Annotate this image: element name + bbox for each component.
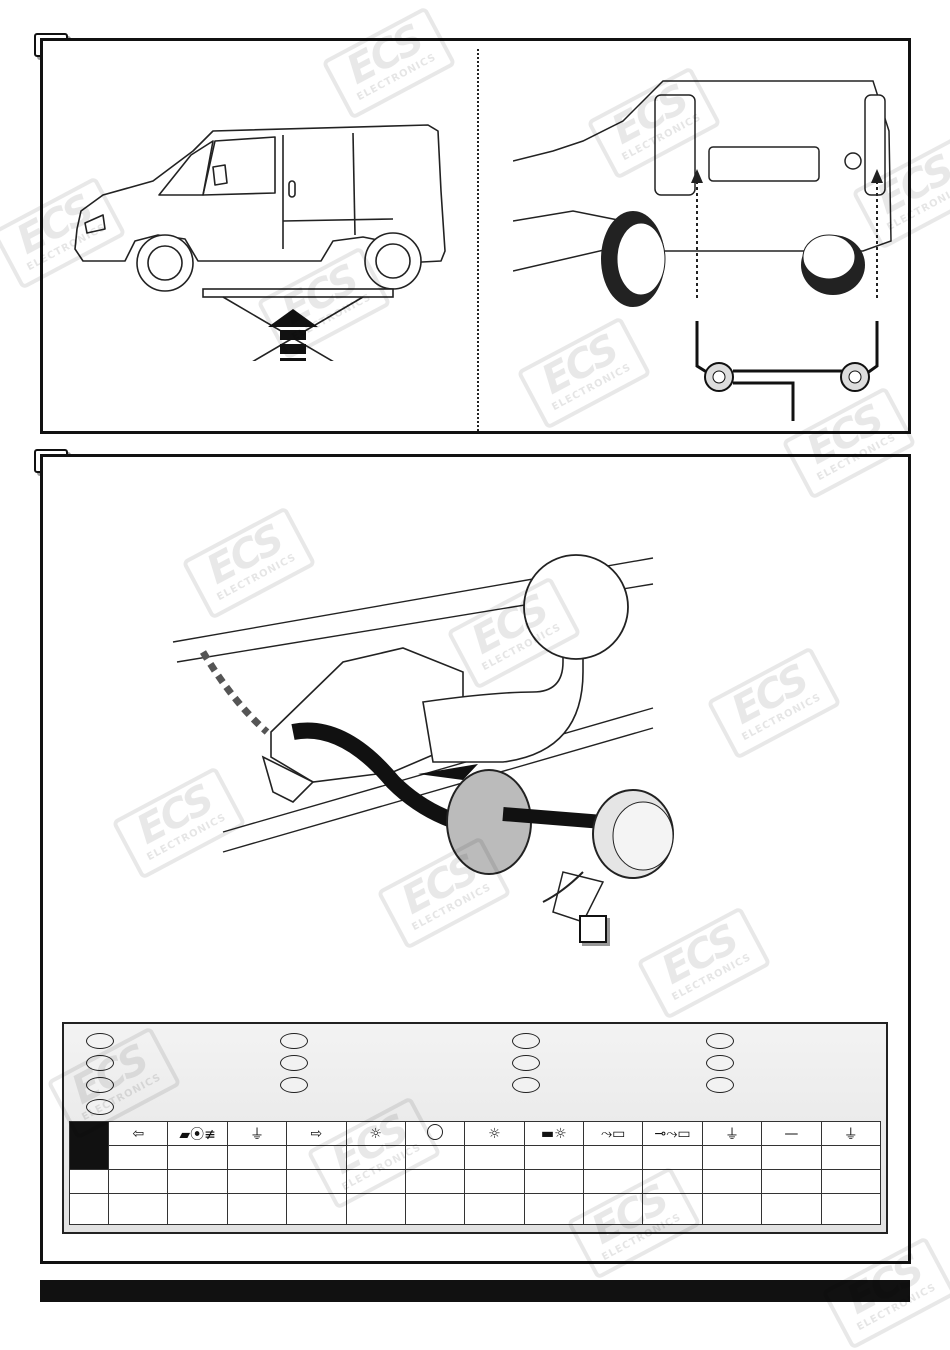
tail-light-icon: ☼ (464, 1121, 525, 1146)
rear-lights-illustration (513, 80, 892, 421)
van-on-lift-illustration (74, 124, 446, 361)
ignition-power-icon: ⊸⤳▭ (642, 1121, 703, 1146)
ground-icon: ⏚ (226, 1121, 288, 1146)
pin-oval-1 (86, 1033, 114, 1049)
permanent-power-icon: ⤳▭ (582, 1121, 644, 1146)
left-indicator-icon: ⇦ (107, 1121, 169, 1146)
row-3 (69, 1169, 881, 1194)
tail-light-icon: ☼ (345, 1121, 406, 1146)
row-4 (69, 1193, 881, 1225)
ground-icon: ⏚ (820, 1121, 881, 1146)
symbol-row: ⇦ ▰⦿≢ ⏚ ⇨ ☼ ☼ ▬☼ ⤳▭ ⊸⤳▭ ⏚ — ⏚ (69, 1121, 881, 1170)
pin-oval-5 (280, 1033, 308, 1049)
pin-oval-12 (706, 1055, 734, 1071)
pin-oval-3 (86, 1077, 114, 1093)
towbar-illustration (172, 554, 674, 923)
ground-icon: ⏚ (701, 1121, 763, 1146)
rear-fog-light-icon: ▰⦿≢ (167, 1121, 228, 1146)
pin-oval-10 (512, 1077, 540, 1093)
pin-header-cell (69, 1121, 109, 1170)
right-indicator-icon: ⇨ (286, 1121, 347, 1146)
pin-oval-9 (512, 1055, 540, 1071)
pin-oval-7 (280, 1077, 308, 1093)
top-panel (40, 38, 911, 434)
pin-oval-4 (86, 1099, 114, 1115)
pin-oval-8 (512, 1033, 540, 1049)
pin-oval-11 (706, 1033, 734, 1049)
pin-oval-13 (706, 1077, 734, 1093)
footer-bar (40, 1280, 910, 1302)
pin-oval-2 (86, 1055, 114, 1071)
pin-oval-6 (280, 1055, 308, 1071)
reference-box (579, 915, 607, 943)
reverse-light-icon: ▬☼ (523, 1121, 585, 1146)
row-2 (70, 1145, 881, 1170)
brake-light-circle-icon (404, 1121, 466, 1146)
wiring-table: ⇦ ▰⦿≢ ⏚ ⇨ ☼ ☼ ▬☼ ⤳▭ ⊸⤳▭ ⏚ — ⏚ (69, 1121, 881, 1225)
not-used-icon: — (761, 1121, 822, 1146)
panel-divider (477, 49, 479, 431)
